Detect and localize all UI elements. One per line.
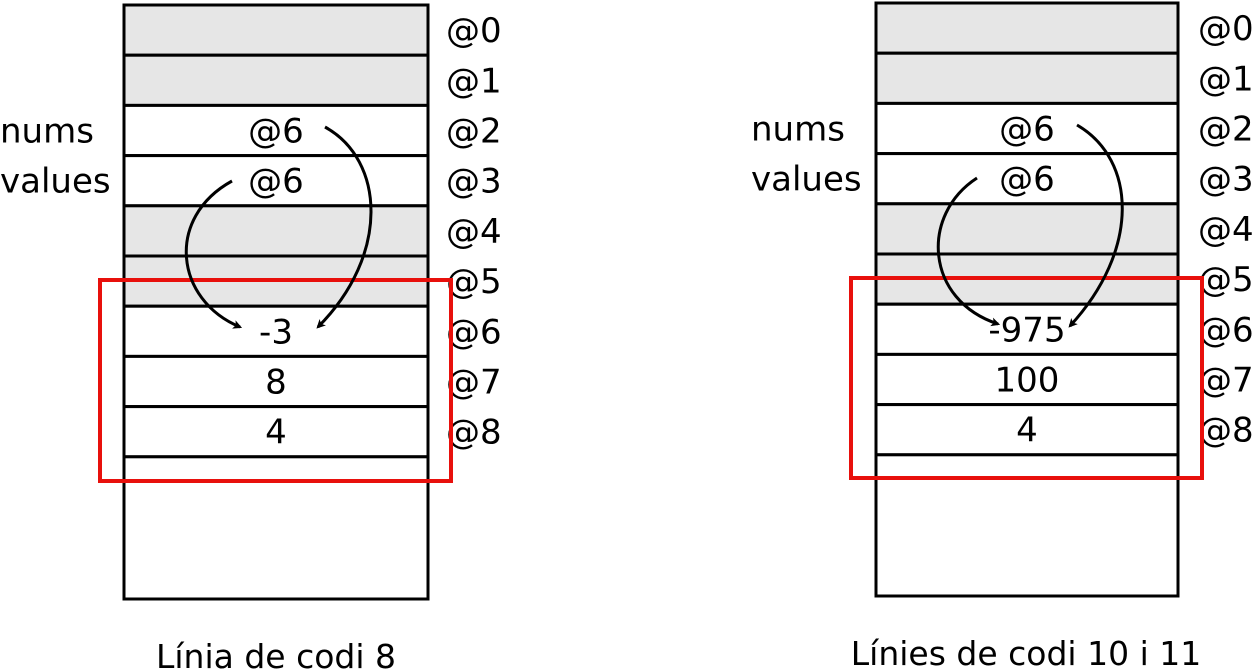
memory-cell-value: @6 [999,110,1055,150]
memory-panel-2: @6 @6 -975 100 4 @0 @1 @2 @3 @4 @5 @6 @7 @8 nums values… [751,1,1254,671]
address-label: @6 [446,312,502,352]
memory-cell [122,3,430,57]
address-label: @4 [446,212,502,252]
address-label: @7 [446,363,502,403]
memory-cell [122,53,430,107]
panel-caption: Línies de codi 10 i 11 [851,634,1201,671]
memory-cell [874,352,1180,407]
address-label: @0 [446,11,502,51]
address-label: @7 [1198,361,1254,401]
pointer-arrow-values [936,176,1001,327]
variable-label-nums: nums [0,112,94,152]
address-label: @5 [1198,260,1254,300]
pointer-arrow-nums [1068,123,1124,328]
address-label: @1 [1198,59,1254,99]
memory-cell [122,455,430,601]
panel-caption: Línia de codi 8 [156,637,396,671]
memory-cell-value: @6 [248,162,304,202]
variable-label-values: values [751,160,862,200]
variable-label-values: values [0,162,111,202]
address-label: @3 [1198,160,1254,200]
address-label: @8 [446,413,502,453]
memory-cell-value: 4 [265,413,287,453]
pointer-arrow-values [184,179,243,329]
address-label: @3 [446,162,502,202]
memory-cell-value: @6 [248,112,304,152]
memory-cell [122,405,430,459]
memory-cell [874,1,1180,55]
memory-cell-value: -975 [988,310,1065,350]
memory-cell [122,103,430,158]
address-label: @4 [1198,210,1254,250]
memory-cell-value: 4 [1016,411,1038,451]
address-label: @8 [1198,411,1254,451]
memory-cell [874,403,1180,457]
address-label: @2 [1198,110,1254,150]
memory-cell-value: 100 [995,361,1060,401]
memory-cell [874,453,1180,598]
variable-label-nums: nums [751,110,845,150]
memory-cell [122,204,430,258]
memory-cell-value: 8 [265,363,287,403]
memory-panel-1: @6 @6 -3 8 4 @0 @1 @2 @3 @4 @5 @6 @7 @8 nums valuesLíni… [0,3,502,671]
highlight-box [849,276,1204,480]
memory-cell [122,304,430,358]
highlight-box [98,278,453,483]
address-label: @1 [446,61,502,101]
address-label: @5 [446,262,502,302]
memory-cell-value: @6 [999,160,1055,200]
pointer-arrow-nums [316,125,373,329]
address-label: @0 [1198,9,1254,49]
memory-cell-value: -3 [259,312,293,352]
memory-cell [874,51,1180,105]
address-label: @6 [1198,310,1254,350]
memory-cell [874,202,1180,256]
address-label: @2 [446,112,502,152]
